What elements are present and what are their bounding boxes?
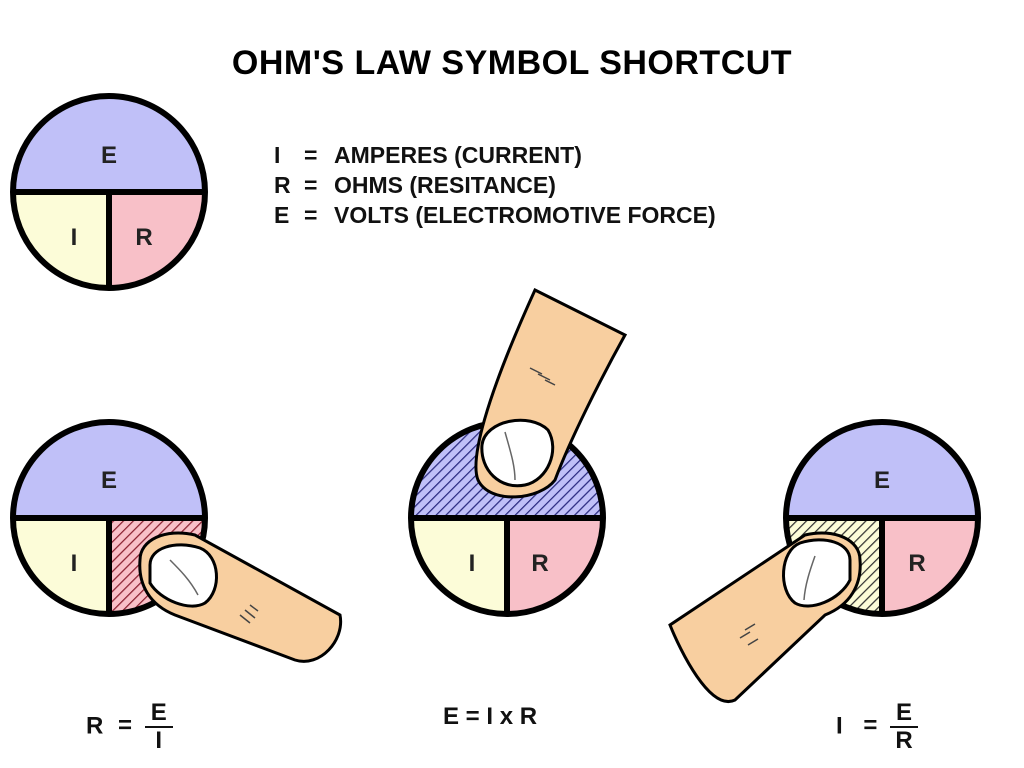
label-r: R [135, 224, 152, 251]
formula-numerator: E [144, 700, 173, 728]
formula-current: I = E R [836, 700, 919, 754]
legend-meaning: OHMS (RESITANCE) [334, 172, 556, 198]
legend-symbol: I [274, 142, 281, 168]
finger-icon [474, 287, 628, 499]
legend-equals: = [304, 142, 318, 168]
formula-denominator: R [895, 727, 913, 754]
formula-equals: = [118, 712, 133, 740]
formula-numerator: E [890, 700, 919, 728]
formula-fraction: E I [144, 700, 173, 754]
svg-text:E: E [874, 467, 890, 494]
legend-row-resistance: R = OHMS (RESITANCE) [274, 170, 716, 200]
formula-lhs: R [86, 712, 104, 740]
svg-text:E: E [101, 467, 117, 494]
finger-icon [138, 531, 343, 663]
ohms-circle-current: E R [668, 419, 981, 703]
legend-symbol: E [274, 202, 290, 228]
legend-equals: = [304, 202, 318, 228]
ohms-circle-voltage: I R [408, 287, 628, 617]
circle-current-segment [13, 192, 109, 288]
formula-denominator: I [155, 727, 163, 754]
ohms-circle-key: E I R [10, 93, 208, 291]
formula-lhs: I [836, 712, 843, 740]
page-title: OHM'S LAW SYMBOL SHORTCUT [231, 44, 793, 82]
legend: I = AMPERES (CURRENT) R = OHMS (RESITANC… [274, 140, 716, 230]
formula-fraction: E R [890, 700, 919, 754]
svg-text:R: R [531, 550, 548, 577]
svg-text:I: I [71, 550, 78, 577]
circle-resistance-segment [109, 192, 205, 288]
circle-voltage-segment [13, 96, 205, 192]
finger-icon [668, 531, 862, 703]
legend-symbol: R [274, 172, 291, 198]
svg-text:R: R [908, 550, 925, 577]
formula-equals: = [863, 712, 878, 740]
legend-equals: = [304, 172, 318, 198]
formula-resistance: R = E I [86, 700, 173, 754]
legend-row-voltage: E = VOLTS (ELECTROMOTIVE FORCE) [274, 200, 716, 230]
legend-row-current: I = AMPERES (CURRENT) [274, 140, 716, 170]
svg-text:I: I [469, 550, 476, 577]
label-e: E [101, 142, 117, 169]
label-i: I [71, 224, 78, 251]
legend-meaning: AMPERES (CURRENT) [334, 142, 582, 168]
legend-meaning: VOLTS (ELECTROMOTIVE FORCE) [334, 202, 716, 228]
formula-voltage: E = I x R [443, 703, 538, 730]
ohms-circle-resistance: E I [10, 419, 343, 663]
